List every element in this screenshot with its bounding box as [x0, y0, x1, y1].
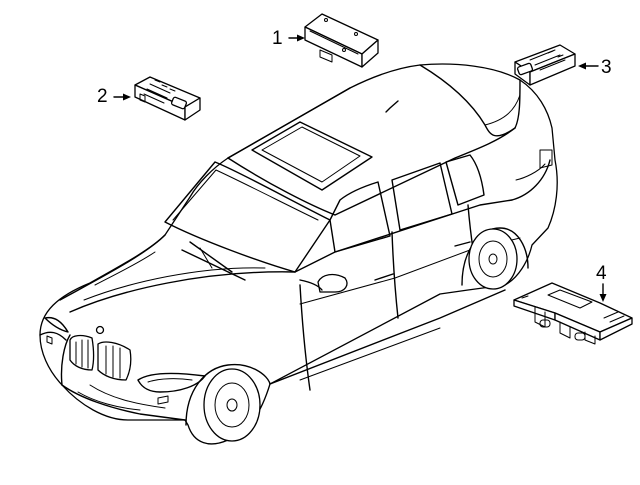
part-1-control-module: [304, 13, 379, 68]
part-3-connector: [514, 44, 576, 86]
leader-line-4: [599, 283, 607, 302]
callout-4: 4: [596, 263, 607, 284]
callout-1: 1: [272, 28, 283, 49]
callout-2: 2: [97, 86, 108, 107]
leader-line-1: [288, 34, 305, 42]
callout-3: 3: [601, 57, 612, 78]
part-2-connector: [134, 76, 201, 121]
car-illustration: [39, 63, 558, 445]
leader-line-3: [578, 62, 599, 70]
part-4-bracket: [513, 282, 633, 345]
leader-line-2: [113, 93, 131, 101]
